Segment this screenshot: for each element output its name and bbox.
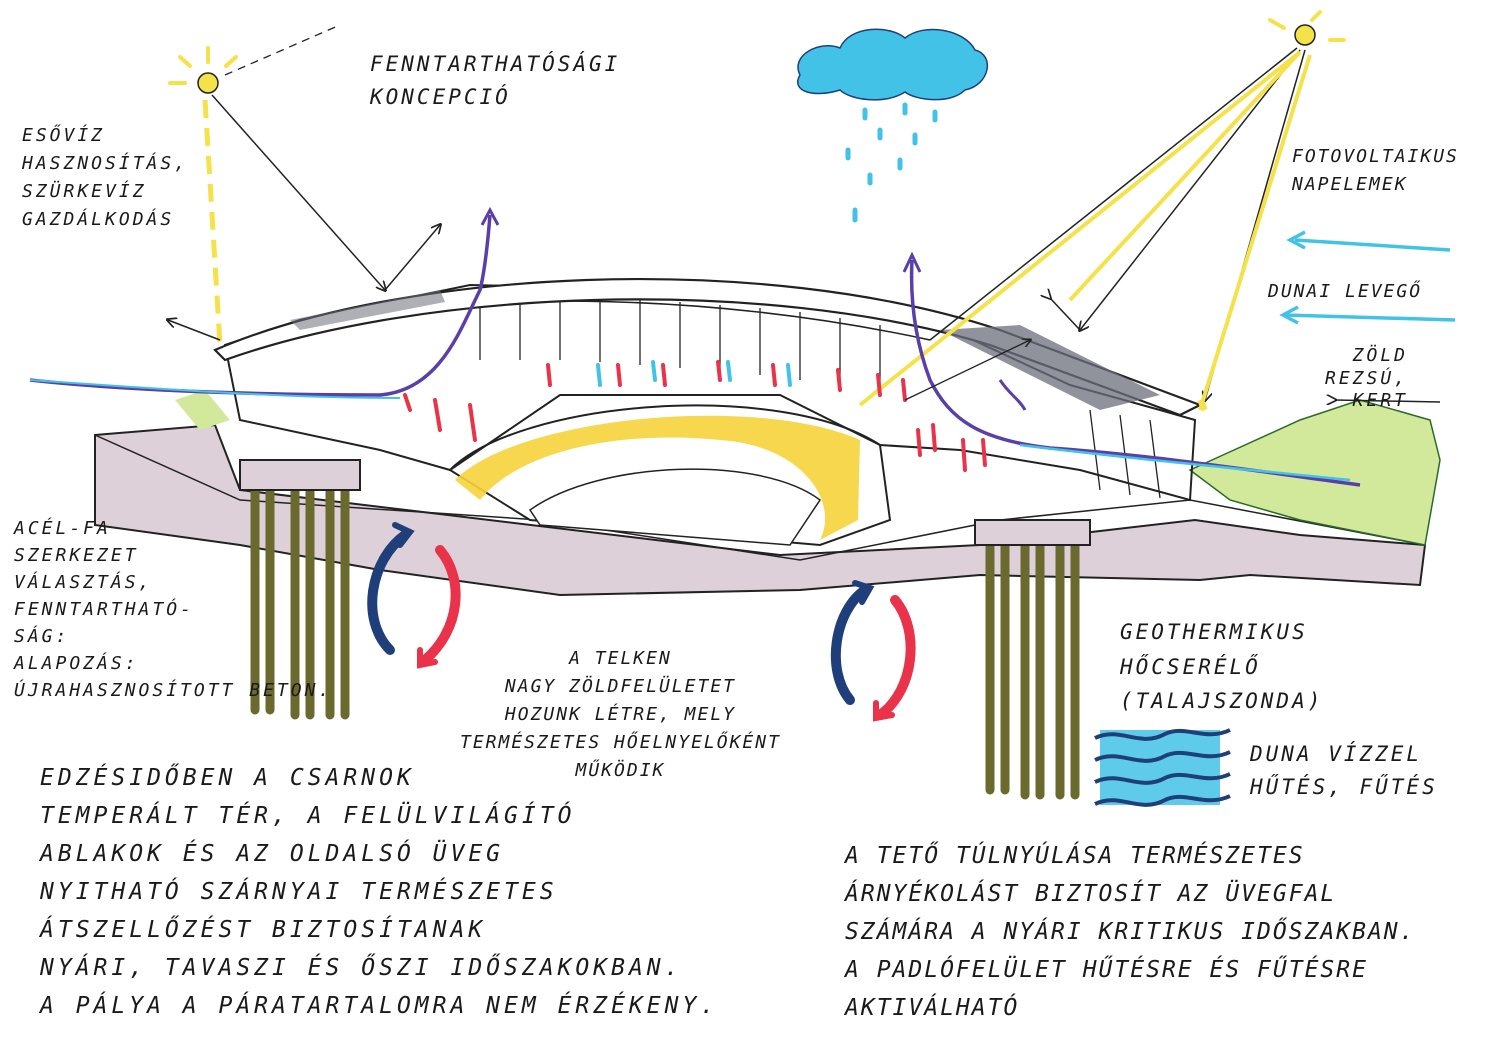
ground-section (94, 423, 1427, 597)
structure-label: ACÉL-FA SZERKEZET VÁLASZTÁS, FENNTARTHAT… (14, 518, 333, 701)
title-label: FENNTARTHATÓSÁGI KONCEPCIÓ (370, 52, 621, 109)
ventilation-note: EDZÉSIDŐBEN A CSARNOK TEMPERÁLT TÉR, A F… (40, 765, 719, 1019)
rain-cloud-icon (797, 28, 989, 223)
photovoltaic-label: FOTOVOLTAIKUS NAPELEMEK (1292, 146, 1459, 195)
circulation-arrows-icon (830, 580, 916, 722)
green-slope-label: ZÖLD REZSÚ, KERT (1325, 345, 1409, 411)
danube-water-label: DUNA VÍZZEL HŰTÉS, FŰTÉS (1250, 742, 1438, 799)
foundation-piles (250, 485, 1080, 800)
roof-note: A TETŐ TÚLNYÚLÁSA TERMÉSZETES ÁRNYÉKOLÁS… (845, 843, 1416, 1021)
plot-label: A TELKEN NAGY ZÖLDFELÜLETET HOZUNK LÉTRE… (460, 648, 781, 781)
circulation-arrows-icon (367, 522, 461, 669)
water-waves-icon (1094, 728, 1231, 807)
danube-air-label: DUNAI LEVEGŐ (1268, 281, 1423, 302)
airflow-left (29, 214, 492, 397)
roof-pv-panels (940, 325, 1160, 410)
stand-highlight (455, 415, 860, 540)
sun-icon (168, 46, 238, 94)
sun-icon (1268, 10, 1346, 46)
green-slope (1188, 399, 1441, 546)
rainwater-label: ESŐVÍZ HASZNOSÍTÁS, SZÜRKEVÍZ GAZDÁLKODÁ… (22, 125, 189, 230)
geothermal-label: GEOTHERMIKUS HŐCSERÉLŐ (TALAJSZONDA) (1120, 620, 1324, 714)
heat-arrows (403, 360, 987, 472)
